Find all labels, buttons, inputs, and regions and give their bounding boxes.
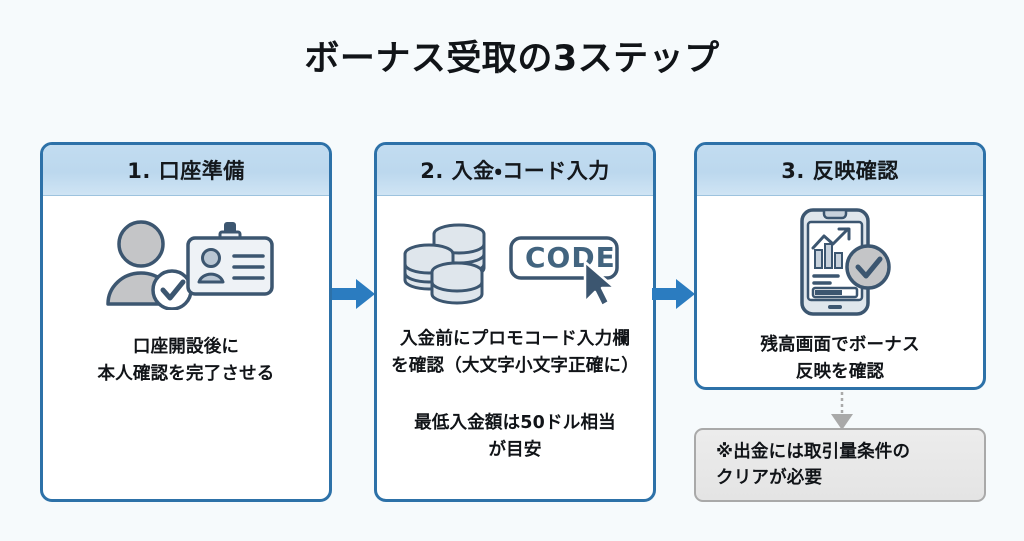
step-card-3-line-1: 残高画面でボーナス (760, 335, 920, 355)
phone-chart-verified-icon (786, 206, 894, 318)
withdrawal-condition-note: ※出金には取引量条件の クリアが必要 (694, 428, 986, 502)
note-line-2: クリアが必要 (716, 468, 823, 488)
step-card-1-text: 口座開設後に 本人確認を完了させる (98, 334, 275, 388)
step-card-2-text: 入金前にプロモコード入力欄 を確認（大文字小文字正確に） (391, 326, 639, 380)
step-card-3-text: 残高画面でボーナス 反映を確認 (760, 332, 919, 386)
step-card-3-body: 残高画面でボーナス 反映を確認 (697, 196, 983, 387)
step-card-1-header: 1. 口座準備 (43, 145, 329, 196)
step-card-2-extra-text: 最低入金額は50ドル相当 が目安 (414, 410, 616, 464)
step-card-1: 1. 口座準備 (40, 142, 332, 502)
step-card-2-line-1: 入金前にプロモコード入力欄 (399, 329, 631, 349)
step-card-1-line-2: 本人確認を完了させる (97, 364, 275, 385)
arrow-down-dotted-icon (824, 392, 860, 432)
step-card-3-header: 3. 反映確認 (697, 145, 983, 196)
step-card-2-line-2: を確認（大文字小文字正確に） (391, 356, 639, 377)
coins-promo-code-icon: CODE (403, 220, 627, 310)
withdrawal-condition-note-text: ※出金には取引量条件の クリアが必要 (716, 439, 910, 492)
step-card-1-body: 口座開設後に 本人確認を完了させる (43, 196, 329, 499)
step-card-1-line-1: 口座開設後に (132, 337, 240, 357)
step-card-2: 2. 入金・コード入力 (374, 142, 656, 502)
step-card-2-header: 2. 入金・コード入力 (377, 145, 653, 196)
step-card-2-extra-line-2: が目安 (488, 440, 542, 461)
step-card-2-body: CODE 入金前にプロモコード入力欄 を確認（大文字小文字正確に） 最低入金額は… (377, 196, 653, 499)
step-card-2-extra-line-1: 最低入金額は50ドル相当 (414, 413, 616, 434)
page-title: ボーナス受取の3ステップ (304, 39, 720, 79)
person-id-verified-icon (96, 218, 276, 310)
step-card-3-line-2: 反映を確認 (795, 362, 885, 383)
arrow-right-icon-2 (652, 277, 696, 311)
note-line-1: ※出金には取引量条件の (716, 441, 911, 462)
code-field-text: CODE (525, 241, 616, 274)
arrow-right-icon-1 (332, 277, 376, 311)
step-card-3: 3. 反映確認 (694, 142, 986, 390)
